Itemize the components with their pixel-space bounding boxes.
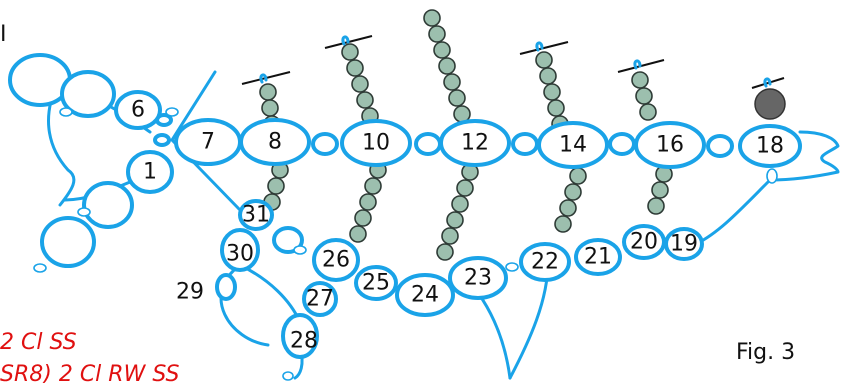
svg-text:18: 18 <box>756 134 784 159</box>
ring-20: 20 <box>622 224 666 260</box>
annotation-line-1: 2 Cl SS <box>0 330 77 355</box>
ring-31: 31 <box>238 199 274 231</box>
spine-join-rings <box>153 107 778 381</box>
svg-text:1: 1 <box>143 160 157 185</box>
svg-text:10: 10 <box>362 131 390 156</box>
ring-19: 19 <box>664 227 704 261</box>
loop-16 <box>633 59 642 70</box>
thread-spine-top <box>170 70 217 142</box>
ring-7: 7 <box>174 118 242 166</box>
svg-text:8: 8 <box>268 130 282 155</box>
annotation-line-2: SR8) 2 Cl RW SS <box>0 362 180 383</box>
ring-6: 6 <box>114 90 162 130</box>
svg-text:28: 28 <box>290 329 318 354</box>
loop-18 <box>763 77 772 88</box>
svg-text:24: 24 <box>411 283 439 308</box>
join-ring-4 <box>608 132 636 156</box>
ring-left-b <box>60 70 116 118</box>
svg-text:30: 30 <box>226 242 254 267</box>
picot-left-c <box>33 263 47 273</box>
join-ring-6 <box>272 226 304 254</box>
figure-caption: Fig. 3 <box>736 340 796 365</box>
ring-23: 23 <box>448 256 508 300</box>
ring-18: 18 <box>738 124 802 168</box>
bead-strand-10-bottom <box>349 161 387 243</box>
ring-14: 14 <box>537 121 609 169</box>
svg-text:23: 23 <box>464 266 492 291</box>
ring-left-c <box>82 181 134 229</box>
join-ring-5 <box>706 134 734 158</box>
bead-strand-16-bottom <box>647 165 673 215</box>
thread-left-outline <box>47 80 76 207</box>
ring-12: 12 <box>439 119 511 167</box>
numbered-rings: 1 6 7 8 10 12 14 16 <box>114 90 802 359</box>
svg-text:16: 16 <box>656 133 684 158</box>
bead-strand-14-bottom <box>554 167 587 233</box>
tick-18 <box>751 77 785 89</box>
bead-strands <box>259 9 786 261</box>
svg-text:6: 6 <box>131 98 145 123</box>
svg-text:21: 21 <box>584 245 612 270</box>
ring-8: 8 <box>239 118 311 166</box>
ring-26: 26 <box>312 238 360 282</box>
tick-marks <box>241 35 785 89</box>
ring-16: 16 <box>634 121 706 169</box>
svg-text:12: 12 <box>461 131 489 156</box>
bead-strand-12-top <box>423 9 471 123</box>
tick-14 <box>519 41 569 55</box>
picot-lower-left <box>293 245 307 255</box>
corner-mark: I <box>0 22 7 47</box>
ring-28: 28 <box>281 313 319 359</box>
svg-text:14: 14 <box>559 133 587 158</box>
picot-spine-a <box>165 107 179 117</box>
join-ring-8 <box>153 133 171 147</box>
bead-strand-14-top <box>535 51 569 133</box>
bead-strand-12-bottom <box>436 163 479 261</box>
svg-text:20: 20 <box>630 230 658 255</box>
thread-lower-left-a <box>238 263 302 324</box>
join-ring-3 <box>511 132 539 156</box>
svg-text:29: 29 <box>176 280 204 305</box>
join-ring-2 <box>414 132 442 156</box>
ring-22: 22 <box>519 242 571 282</box>
svg-text:31: 31 <box>242 203 270 228</box>
picot-tail <box>766 168 778 184</box>
picot-bottom-left <box>282 371 294 381</box>
loop-14 <box>535 41 544 52</box>
bead-strand-16-top <box>631 71 657 121</box>
svg-text:19: 19 <box>670 232 698 257</box>
thread-tail-return <box>694 178 772 246</box>
ring-10: 10 <box>340 119 412 167</box>
ring-1: 1 <box>126 150 174 194</box>
ring-30: 30 <box>220 228 260 272</box>
thread-tail <box>768 130 840 182</box>
join-ring-1 <box>311 132 339 156</box>
left-wing-rings <box>8 53 134 273</box>
picot-left-b <box>77 207 91 217</box>
ring-27: 27 <box>302 281 338 317</box>
svg-text:26: 26 <box>322 248 350 273</box>
ring-25: 25 <box>354 265 398 301</box>
svg-text:25: 25 <box>362 271 390 296</box>
picot-left-a <box>59 107 73 117</box>
bead-strand-10-top <box>341 43 379 125</box>
ring-left-d <box>40 216 96 268</box>
loop-8 <box>259 73 268 84</box>
loop-10 <box>341 35 350 46</box>
ring-24: 24 <box>395 273 455 317</box>
ring-21: 21 <box>574 238 622 276</box>
svg-text:22: 22 <box>531 250 559 275</box>
ring-29: 29 <box>176 273 237 305</box>
svg-text:7: 7 <box>201 130 215 155</box>
picot-bottom <box>505 262 519 272</box>
svg-text:27: 27 <box>306 287 334 312</box>
gray-bead <box>754 88 786 120</box>
